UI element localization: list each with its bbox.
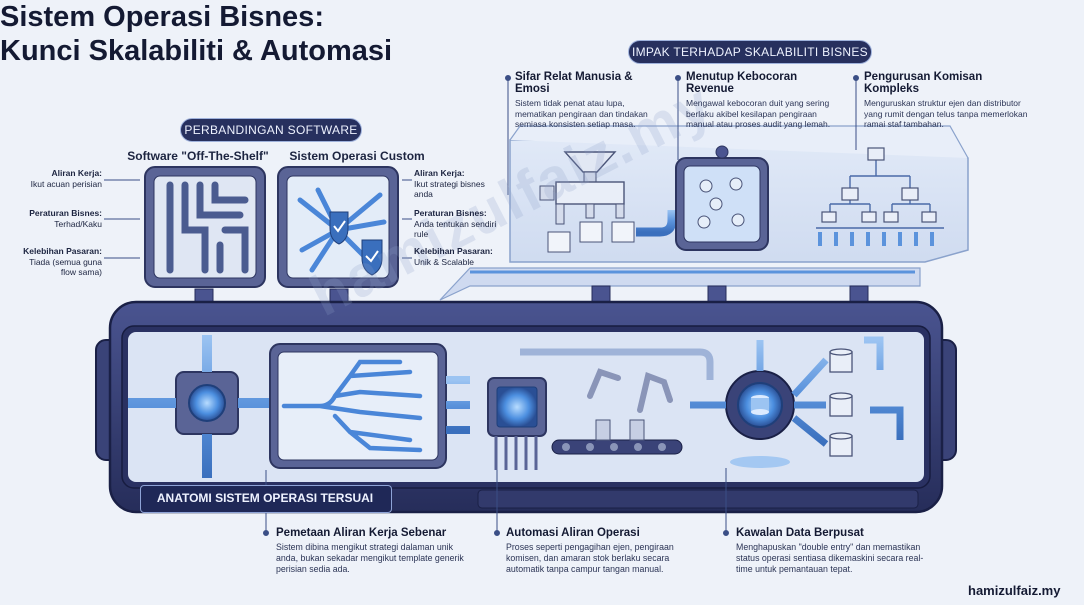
anatomy-item-title: Automasi Aliran Operasi [506, 527, 640, 539]
off-shelf-item-desc: Tiada (semua guna flow sama) [29, 256, 102, 278]
commission-tree-icon [816, 147, 944, 246]
revenue-box-icon [675, 145, 769, 251]
off-shelf-item-label: Aliran Kerja: [51, 168, 102, 178]
impact-pill: IMPAK TERHADAP SKALABILITI BISNES [628, 40, 872, 64]
impact-item-human: Sifar Relat Manusia & Emosi Sistem tidak… [515, 71, 667, 130]
anatomy-banner: ANATOMI SISTEM OPERASI TERSUAI [140, 485, 392, 513]
impact-item-desc: Menguruskan struktur ejen dan distributo… [864, 98, 1028, 129]
anatomy-item-data: Kawalan Data Berpusat Menghapuskan "doub… [736, 527, 936, 575]
anatomy-item-automation: Automasi Aliran Operasi Proses seperti p… [506, 527, 706, 575]
impact-item-title: Pengurusan Komisan Kompleks [864, 71, 983, 95]
impact-conveyor [439, 125, 969, 307]
custom-item-advantage: Kelebihan Pasaran: Unik & Scalable [414, 246, 500, 267]
off-shelf-maze-box [144, 166, 266, 308]
anatomy-item-desc: Sistem dibina mengikut strategi dalaman … [276, 542, 464, 574]
custom-system-box [277, 166, 399, 308]
off-shelf-item-desc: Ikut acuan perisian [30, 178, 102, 189]
custom-item-label: Peraturan Bisnes: [414, 208, 487, 218]
off-shelf-item-label: Peraturan Bisnes: [29, 208, 102, 218]
callout-lines [104, 75, 859, 536]
title-line-2: Kunci Skalabiliti & Automasi [0, 35, 393, 67]
impact-item-desc: Sistem tidak penat atau lupa, mematikan … [515, 98, 648, 129]
off-shelf-item-desc: Terhad/Kaku [54, 218, 102, 229]
off-shelf-item-rules: Peraturan Bisnes: Terhad/Kaku [18, 208, 102, 229]
impact-item-commission: Pengurusan Komisan Kompleks Menguruskan … [864, 71, 1028, 130]
brand-link[interactable]: hamizulfaiz.my [968, 583, 1061, 598]
custom-item-rules: Peraturan Bisnes: Anda tentukan sendiri … [414, 208, 500, 240]
off-shelf-item-advantage: Kelebihan Pasaran: Tiada (semua guna flo… [18, 246, 102, 278]
custom-item-workflow: Aliran Kerja: Ikut strategi bisnes anda [414, 168, 500, 200]
title-line-1: Sistem Operasi Bisnes: [0, 1, 324, 33]
anatomy-item-desc: Menghapuskan "double entry" dan memastik… [736, 542, 924, 574]
impact-item-desc: Mengawal kebocoran duit yang sering berl… [686, 98, 831, 129]
page-title: Sistem Operasi Bisnes: Kunci Skalabiliti… [0, 0, 1084, 68]
anatomy-banner-bar [140, 485, 392, 513]
off-shelf-title: Software "Off-The-Shelf" [127, 149, 269, 163]
anatomy-item-desc: Proses seperti pengagihan ejen, pengiraa… [506, 542, 674, 574]
impact-item-title: Menutup Kebocoran Revenue [686, 71, 798, 95]
impact-item-title: Sifar Relat Manusia & Emosi [515, 71, 633, 95]
off-shelf-item-workflow: Aliran Kerja: Ikut acuan perisian [18, 168, 102, 189]
anatomy-item-title: Pemetaan Aliran Kerja Sebenar [276, 527, 447, 539]
custom-item-desc: Anda tentukan sendiri rule [414, 218, 497, 240]
custom-item-label: Kelebihan Pasaran: [414, 246, 493, 256]
custom-item-desc: Unik & Scalable [414, 256, 475, 267]
custom-item-label: Aliran Kerja: [414, 168, 465, 178]
anatomy-banner-label: ANATOMI SISTEM OPERASI TERSUAI [156, 491, 374, 505]
anatomy-item-title: Kawalan Data Berpusat [736, 527, 864, 539]
main-machine [95, 300, 957, 514]
custom-title: Sistem Operasi Custom [289, 149, 425, 163]
impact-item-revenue: Menutup Kebocoran Revenue Mengawal keboc… [686, 71, 842, 130]
custom-item-desc: Ikut strategi bisnes anda [414, 178, 485, 200]
off-shelf-item-label: Kelebihan Pasaran: [23, 246, 102, 256]
comparison-pill: PERBANDINGAN SOFTWARE [180, 118, 362, 142]
funnel-machine-icon [539, 151, 635, 253]
anatomy-item-workflow: Pemetaan Aliran Kerja Sebenar Sistem dib… [276, 527, 472, 575]
